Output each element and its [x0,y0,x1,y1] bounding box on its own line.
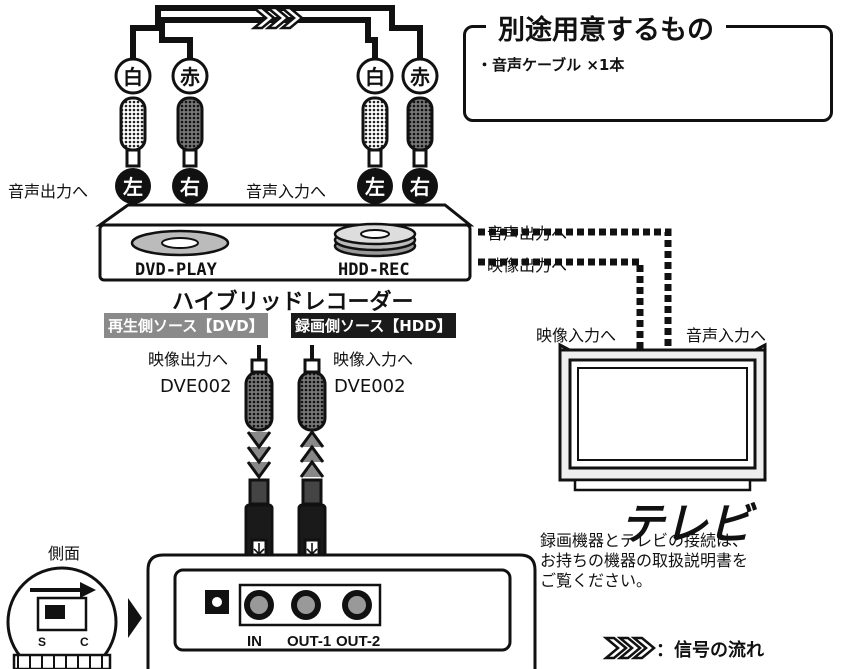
label-video-out: 映像出力へ [148,350,229,369]
disc-label-hdd: HDD-REC [338,260,410,280]
cable-model-left: DVE002 [160,376,232,397]
hybrid-recorder [95,203,475,282]
badge-right-1: 右 [180,175,200,199]
tv-note: 録画機器とテレビの接続は、 お持ちの機器の取扱説明書を ご覧ください。 [540,531,749,590]
badge-left-1: 左 [123,175,143,199]
rca-plug-red-left [171,57,209,168]
legend-text: ：信号の流れ [656,640,764,661]
rca-plug-white-left [114,57,152,168]
tv-title: テレビ [620,499,752,550]
channel-badges [115,168,438,204]
label-video-in: 映像入力へ [333,350,414,369]
source-tag-play: 再生側ソース【DVD】 [104,313,268,338]
recorder-name: ハイブリッドレコーダー [172,290,414,315]
label-audio-out-right: 音声出力へ [487,224,568,243]
signal-flow-icon-top [250,6,304,30]
television [558,342,767,492]
disc-label-dvd: DVD-PLAY [135,260,218,280]
port-label-in: IN [247,633,262,650]
label-tv-audio-in: 音声入力へ [686,326,767,345]
signal-flow-icon-legend [602,636,656,660]
cable-model-right: DVE002 [334,376,406,397]
plug-white-label-1: 白 [123,65,143,89]
rca-plug-red-right [401,57,439,168]
badge-left-2: 左 [365,175,385,199]
required-item: ・音声ケーブル ×1本 [477,56,625,74]
port-label-out1: OUT-1 [287,633,331,650]
label-audio-in-left: 音声入力へ [246,182,327,201]
label-audio-out-left: 音声出力へ [8,182,89,201]
port-label-out2: OUT-2 [336,633,380,650]
source-tag-rec: 録画側ソース【HDD】 [291,313,456,338]
required-items-title: 別途用意するもの [486,8,726,47]
switch-label-c: C [80,635,89,649]
side-view-label: 側面 [48,544,81,563]
rca-plug-white-right [356,57,394,168]
plug-red-label-2: 赤 [410,65,430,89]
label-video-out-right: 映像出力へ [487,256,568,275]
tv-signal-lines [478,228,672,350]
label-tv-video-in: 映像入力へ [536,326,617,345]
converter-device [146,553,537,669]
badge-right-2: 右 [410,175,430,199]
plug-white-label-2: 白 [365,65,385,89]
plug-red-label-1: 赤 [180,65,200,89]
side-view-zoom [6,566,142,669]
switch-label-s: S [38,635,46,649]
